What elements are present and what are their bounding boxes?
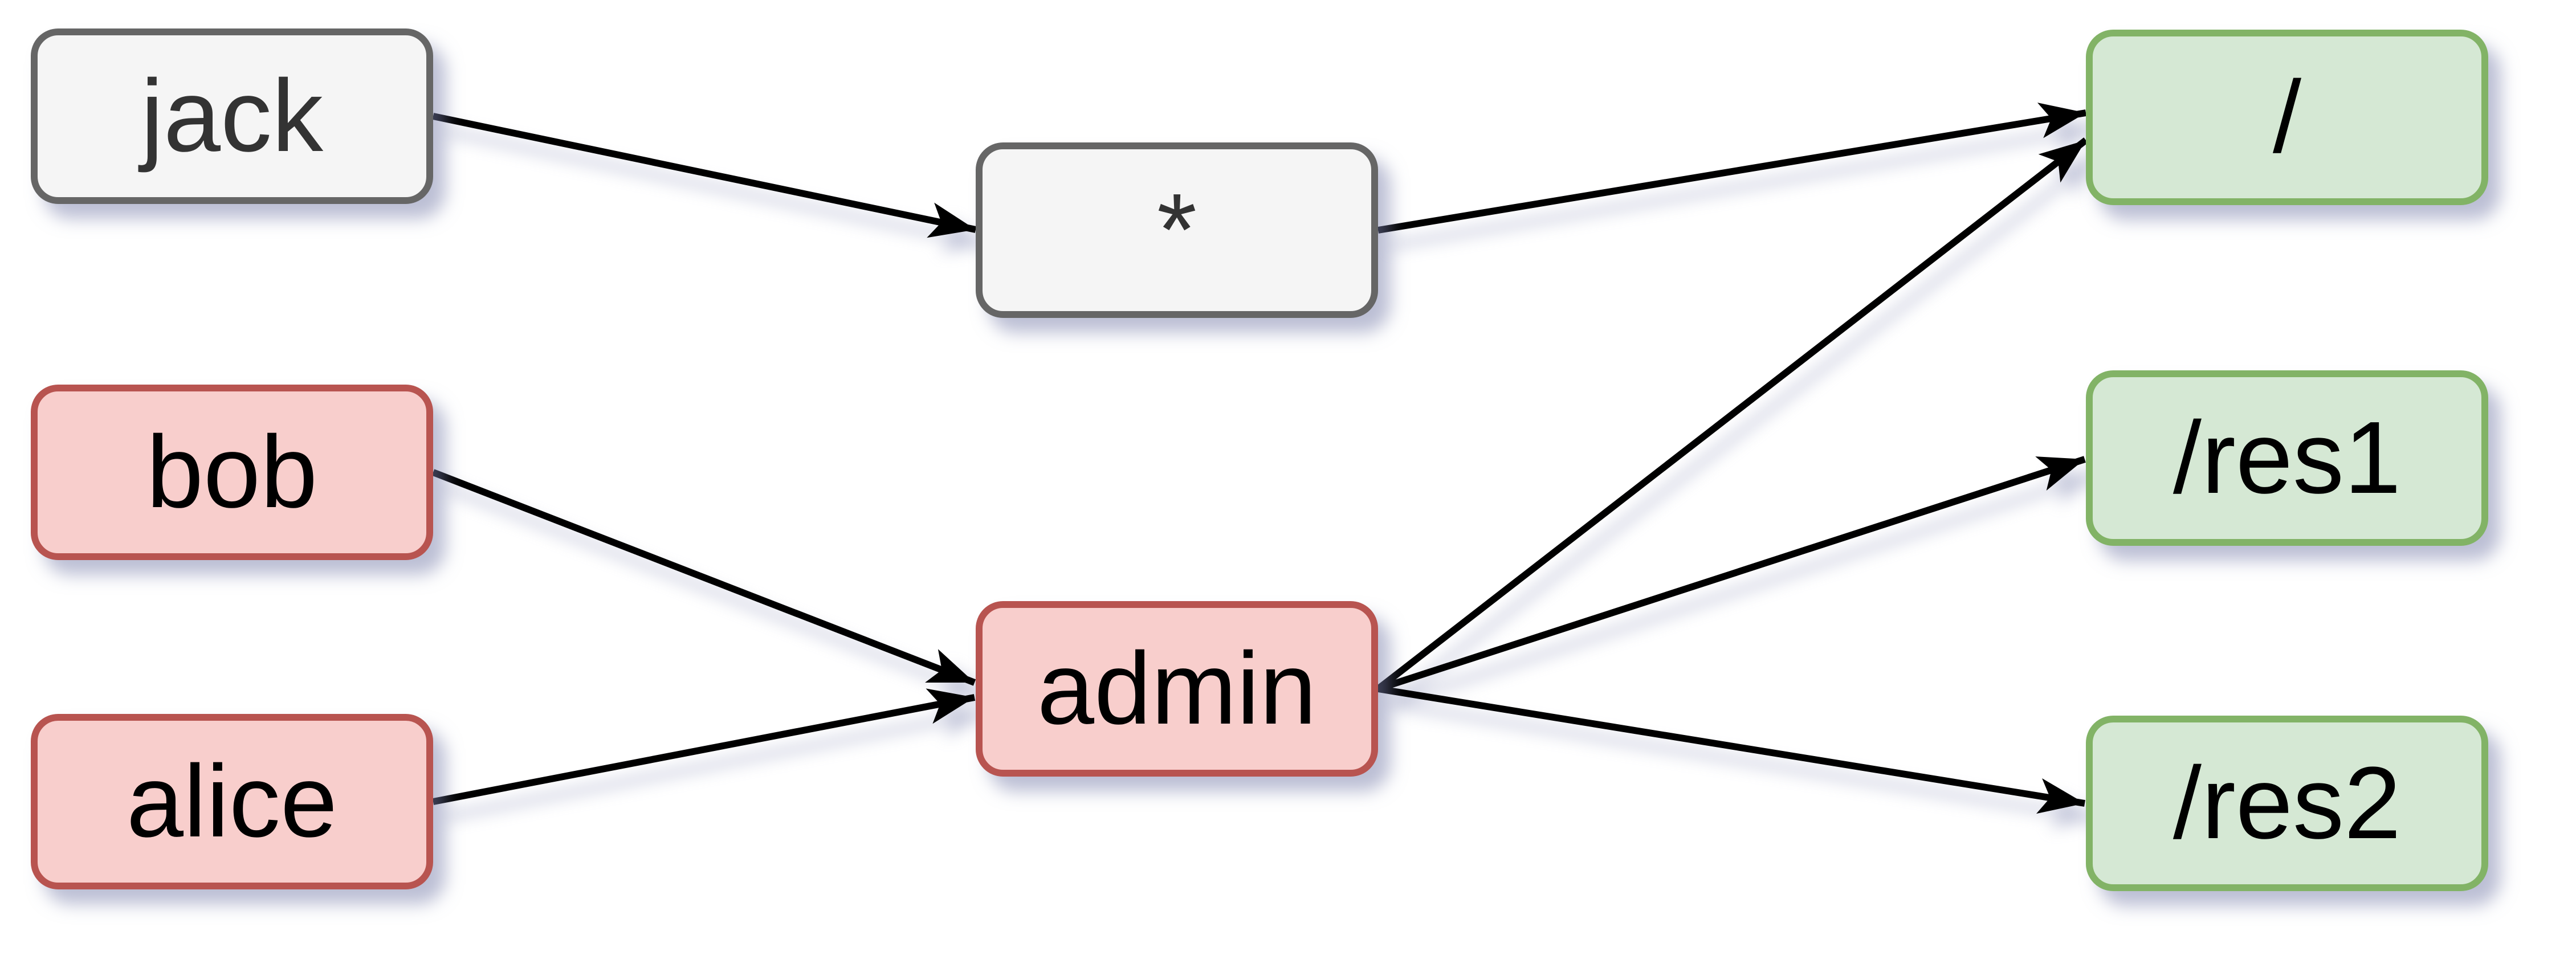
node-jack-label: jack [140,59,324,173]
node-res1: /res1 [2086,370,2488,546]
edge-alice-admin [432,688,976,805]
node-jack: jack [31,28,433,204]
edge-admin-root [1376,137,2088,692]
edge-bob-admin [431,469,976,686]
node-res2-label: /res2 [2173,746,2402,860]
node-alice: alice [31,714,433,889]
node-root-label: / [2272,60,2301,174]
node-root: / [2086,30,2488,205]
node-bob: bob [31,385,433,560]
edge-admin-res2 [1377,685,2085,814]
node-wildcard-label: * [1156,173,1197,287]
node-res1-label: /res1 [2173,401,2402,515]
edge-admin-res1 [1377,456,2086,692]
node-alice-label: alice [126,744,338,859]
node-wildcard: * [976,142,1378,318]
edge-jack-wildcard [432,113,977,238]
node-bob-label: bob [146,415,318,529]
node-res2: /res2 [2086,716,2488,891]
node-admin: admin [976,601,1378,777]
edge-wildcard-root [1377,103,2086,234]
node-admin-label: admin [1037,631,1317,746]
